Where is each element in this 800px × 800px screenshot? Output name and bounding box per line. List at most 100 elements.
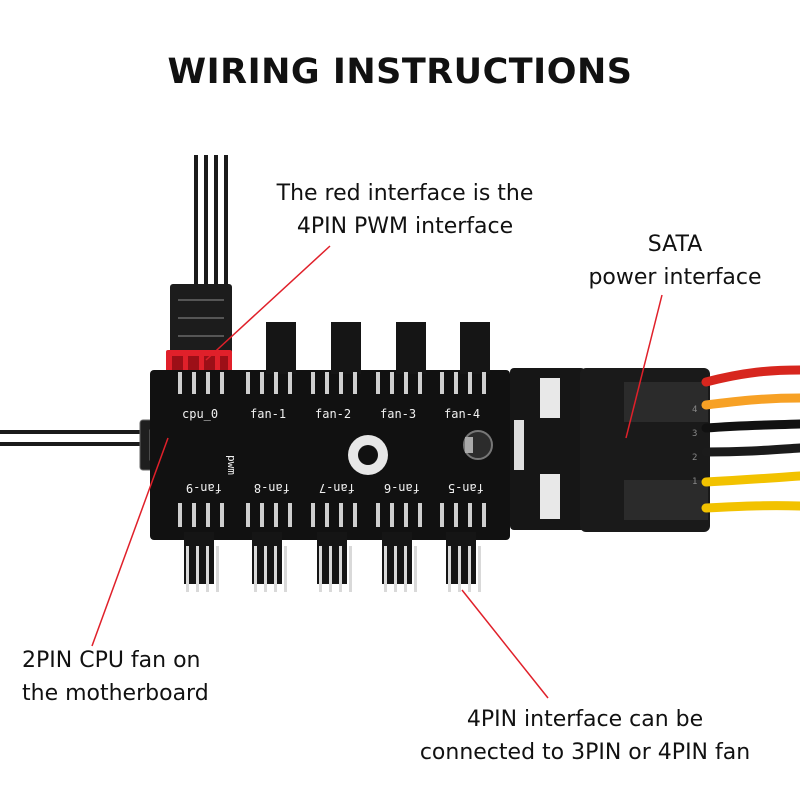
bottom-pin-headers: [178, 503, 486, 592]
top-pin-headers: [178, 322, 490, 394]
leader-line-cpu-fan: [91, 437, 169, 647]
cpu-fan-cable: [0, 430, 150, 446]
page-title: WIRING INSTRUCTIONS: [167, 52, 633, 92]
port-label-bottom: fan-7: [319, 481, 355, 495]
callout-cpu-line-2: the motherboard: [22, 681, 209, 706]
header-pin: [339, 372, 343, 394]
header-pin: [274, 503, 278, 527]
header-pin: [206, 503, 210, 527]
header-pin: [448, 546, 451, 592]
header-pin: [206, 546, 209, 592]
header-pin: [458, 546, 461, 592]
fan-header-housing-top: [396, 322, 426, 374]
port-label-bottom: fan-9: [186, 481, 222, 495]
header-pin: [288, 503, 292, 527]
header-pin: [260, 372, 264, 394]
callout-4pin-line-2: connected to 3PIN or 4PIN fan: [419, 740, 751, 765]
header-pin: [482, 503, 486, 527]
callout-cpu-fan: 2PIN CPU fan on the motherboard: [22, 644, 282, 710]
header-pin: [178, 503, 182, 527]
callout-4pin: 4PIN interface can be connected to 3PIN …: [375, 703, 795, 769]
header-pin: [339, 546, 342, 592]
header-pin: [482, 372, 486, 394]
callout-sata-line-2: power interface: [588, 265, 762, 290]
header-pin: [468, 503, 472, 527]
header-pin: [440, 503, 444, 527]
leader-line-red-interface: [205, 245, 331, 361]
svg-text:2: 2: [692, 453, 697, 463]
leader-line-4pin: [461, 589, 549, 699]
svg-text:4: 4: [692, 405, 697, 415]
header-pin: [329, 546, 332, 592]
pwm-cable: [194, 155, 228, 286]
header-pin: [319, 546, 322, 592]
header-pin: [260, 503, 264, 527]
port-label-top: fan-1: [250, 407, 286, 421]
callout-4pin-line-1: 4PIN interface can be: [466, 707, 704, 732]
leader-line-sata: [625, 294, 663, 439]
header-pin: [376, 372, 380, 394]
header-pin: [414, 546, 417, 592]
header-pin: [246, 372, 250, 394]
header-pin: [384, 546, 387, 592]
callout-red-interface: The red interface is the 4PIN PWM interf…: [240, 177, 570, 243]
header-pin: [192, 503, 196, 527]
header-pin: [468, 372, 472, 394]
header-pin: [404, 546, 407, 592]
header-pin: [196, 546, 199, 592]
port-label-top: fan-2: [315, 407, 351, 421]
header-pin: [390, 503, 394, 527]
header-pin: [254, 546, 257, 592]
header-pin: [454, 372, 458, 394]
header-pin: [404, 372, 408, 394]
header-pin: [394, 546, 397, 592]
header-pin: [311, 503, 315, 527]
svg-text:1: 1: [692, 477, 697, 487]
header-pin: [220, 503, 224, 527]
header-pin: [478, 546, 481, 592]
header-pin: [288, 372, 292, 394]
header-pin: [274, 546, 277, 592]
port-label-top: fan-4: [444, 407, 480, 421]
header-pin: [178, 372, 182, 394]
sata-connector: [510, 368, 585, 530]
header-pin: [216, 546, 219, 592]
header-pin: [311, 372, 315, 394]
red-connector-slots: [172, 356, 228, 382]
header-pin: [325, 372, 329, 394]
callout-cpu-line-1: 2PIN CPU fan on: [22, 648, 201, 673]
port-label-top: fan-3: [380, 407, 416, 421]
callout-red-line-1: The red interface is the: [276, 181, 534, 206]
pwm-housing-ridges: [178, 299, 224, 337]
header-pin: [376, 503, 380, 527]
header-pin: [440, 372, 444, 394]
header-pin: [220, 372, 224, 394]
header-pin: [404, 503, 408, 527]
header-pin: [264, 546, 267, 592]
port-label-bottom: fan-8: [254, 481, 290, 495]
header-pin: [349, 546, 352, 592]
hub-board: [150, 370, 510, 540]
callout-sata-line-1: SATA: [647, 232, 703, 257]
header-pin: [353, 372, 357, 394]
header-pin: [390, 372, 394, 394]
pwm-label: pwm: [225, 455, 238, 475]
callout-sata: SATA power interface: [570, 228, 780, 294]
header-pin: [206, 372, 210, 394]
svg-text:3: 3: [692, 429, 697, 439]
header-pin: [325, 503, 329, 527]
header-pin: [418, 372, 422, 394]
fan-header-housing-top: [331, 322, 361, 374]
header-pin: [274, 372, 278, 394]
header-pin: [353, 503, 357, 527]
port-label-bottom: fan-5: [448, 481, 484, 495]
header-pin: [192, 372, 196, 394]
header-pin: [246, 503, 250, 527]
header-pin: [454, 503, 458, 527]
header-pin: [186, 546, 189, 592]
header-pin: [284, 546, 287, 592]
